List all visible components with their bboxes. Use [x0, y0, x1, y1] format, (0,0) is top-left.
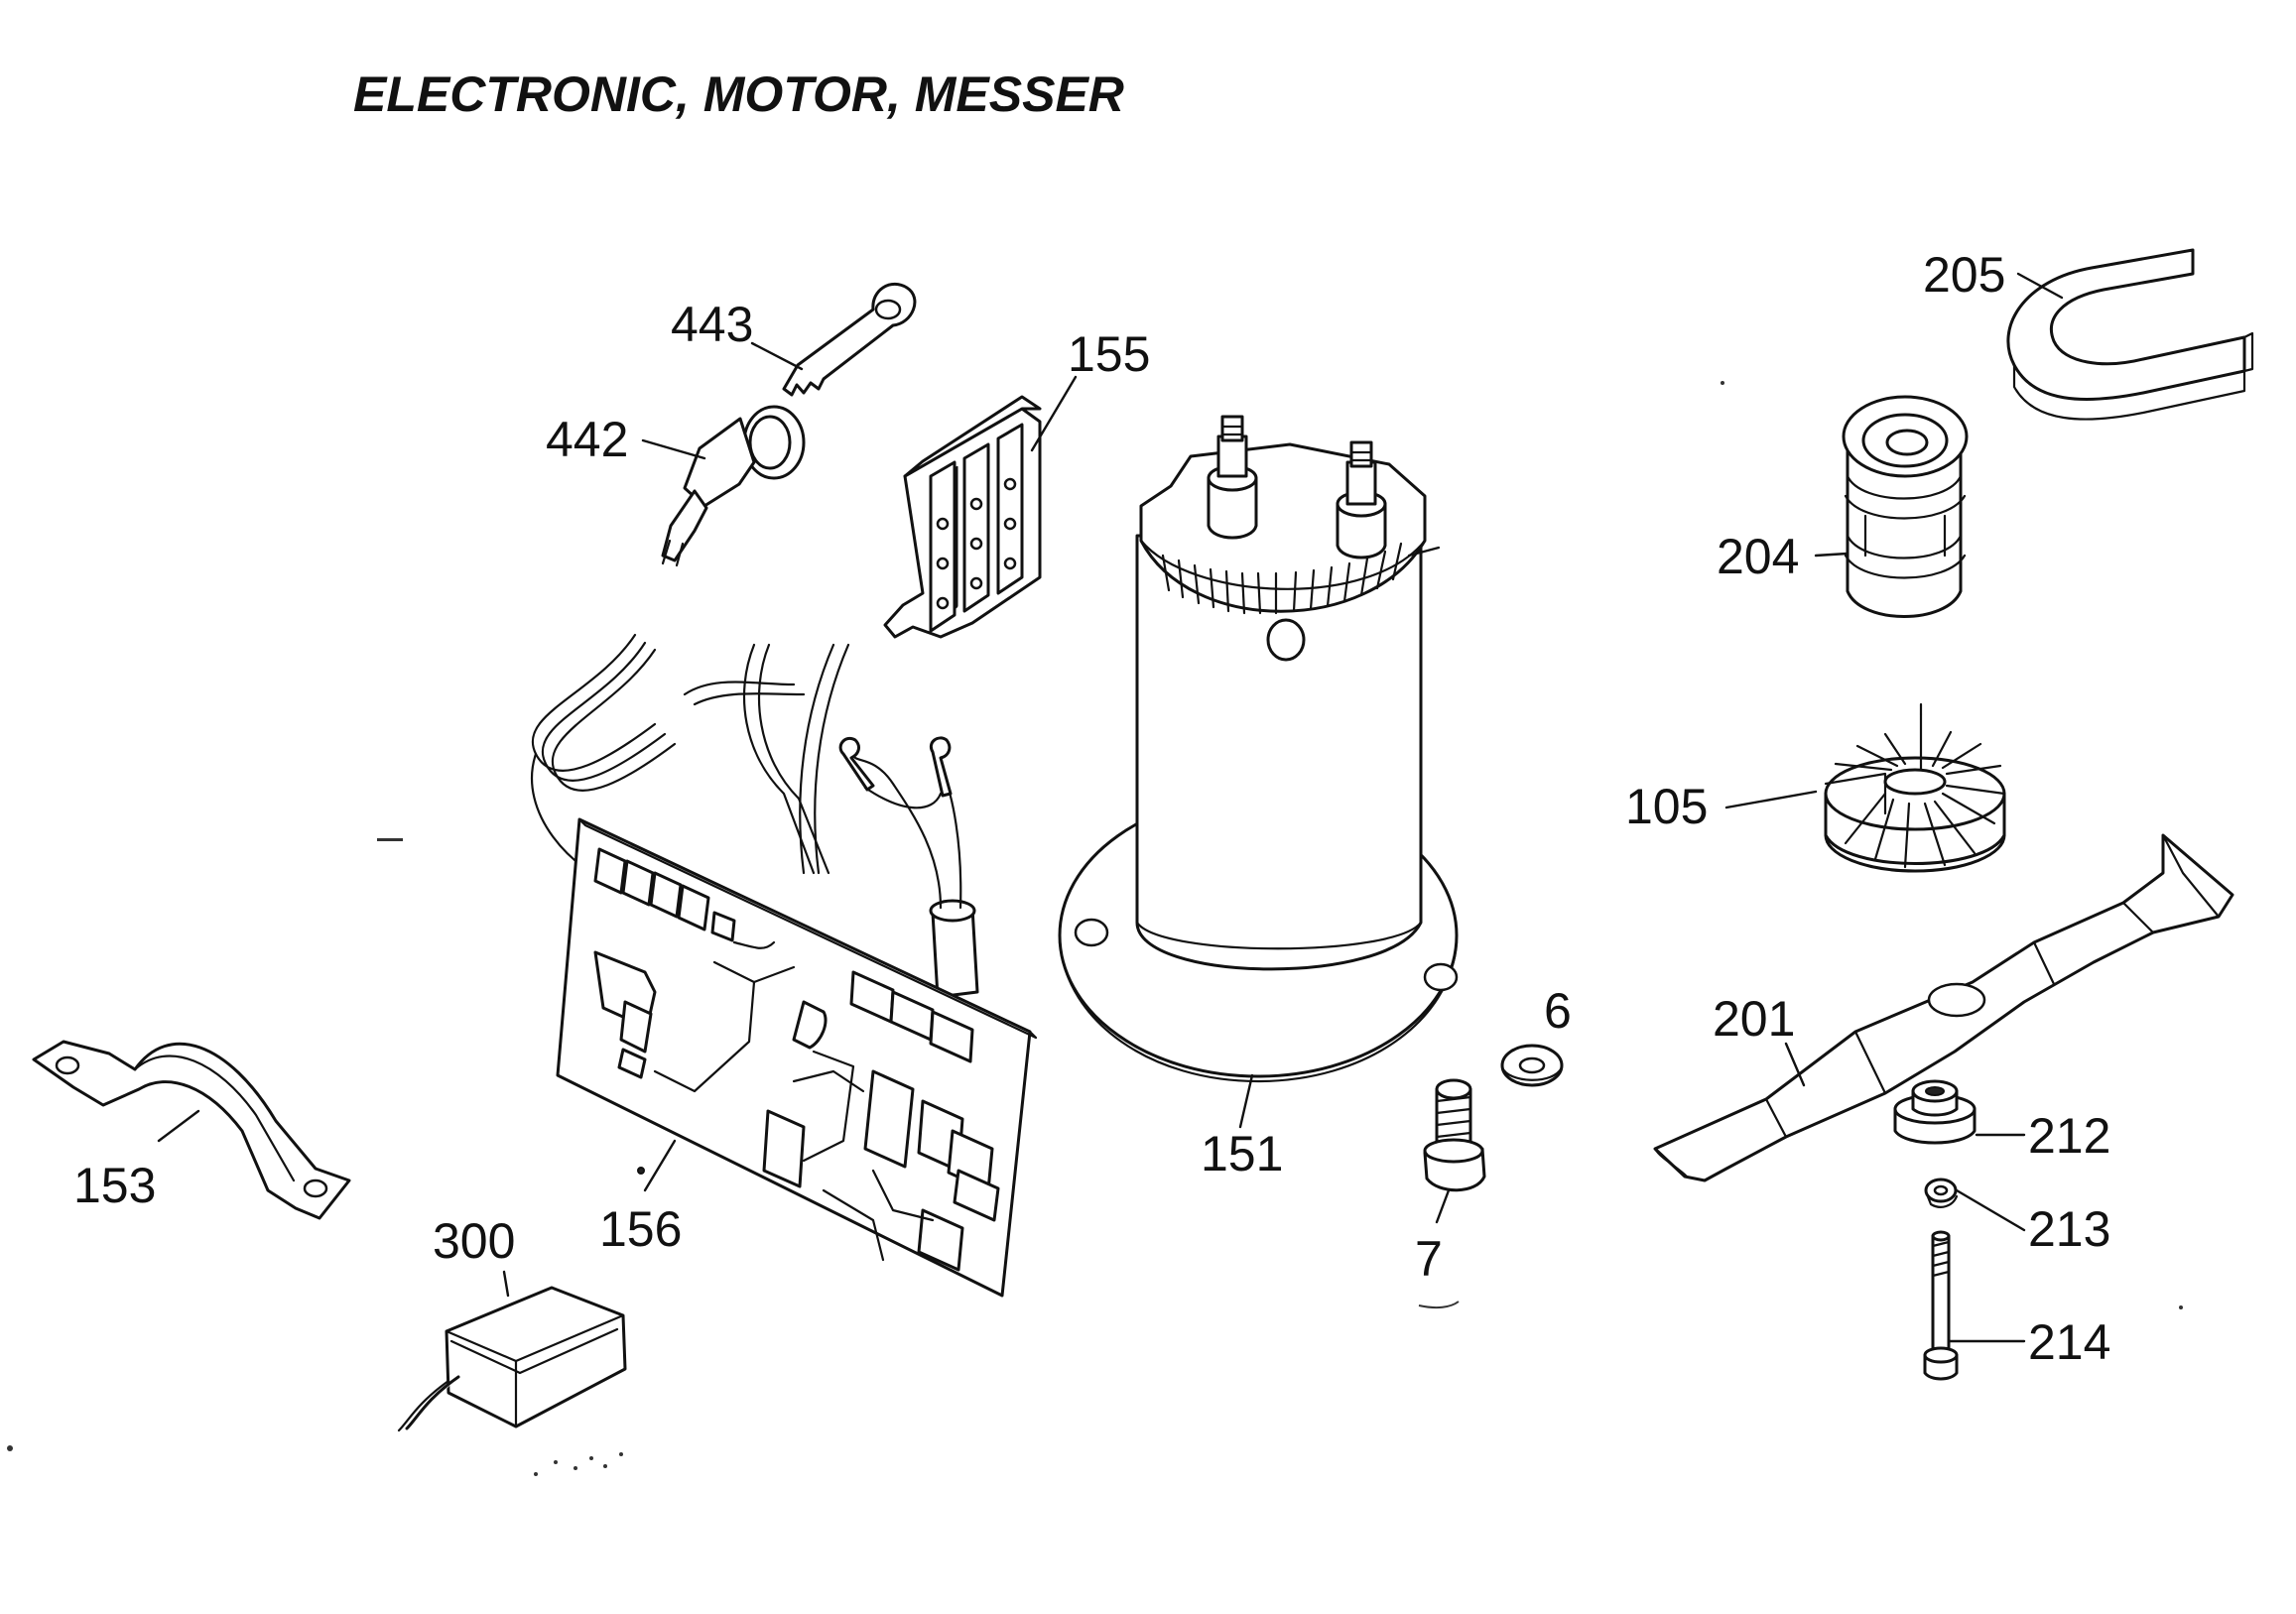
callout-7: 7 [1415, 1231, 1443, 1287]
part-205-belt [2006, 248, 2254, 421]
scan-specks [7, 381, 2183, 1476]
callout-205: 205 [1923, 247, 2005, 303]
callout-153: 153 [73, 1158, 156, 1213]
callout-212: 212 [2028, 1108, 2110, 1164]
callout-155: 155 [1068, 326, 1150, 382]
part-105-fan [1824, 702, 2006, 873]
callout-214: 214 [2028, 1314, 2110, 1370]
leader-lines [157, 272, 2064, 1343]
part-204-pulley [1842, 395, 1969, 618]
callout-151: 151 [1201, 1126, 1283, 1181]
callout-213: 213 [2028, 1201, 2110, 1257]
part-153-strap [32, 1040, 351, 1220]
part-201-blade [1653, 833, 2234, 1182]
part-155-terminal-block [883, 395, 1042, 639]
callout-443: 443 [671, 297, 753, 352]
callout-105: 105 [1625, 779, 1708, 834]
part-212-spacer [1893, 1079, 1977, 1145]
callout-201: 201 [1713, 991, 1795, 1047]
part-300-remote [397, 1286, 627, 1432]
part-443-key [782, 282, 917, 397]
diagram-title: ELECTRONIC, MOTOR, MESSER [353, 66, 1124, 122]
callout-6: 6 [1544, 983, 1572, 1039]
callout-300: 300 [433, 1213, 515, 1269]
part-7-bolt [1423, 1078, 1486, 1192]
part-213-lock-washer [1924, 1178, 1959, 1208]
part-442-switch [661, 405, 806, 567]
part-214-bolt [1923, 1230, 1959, 1381]
part-156-circuit-board [530, 633, 1038, 1298]
part-6-washer [1500, 1044, 1564, 1087]
callout-204: 204 [1717, 529, 1799, 584]
part-151-motor [1058, 415, 1459, 1083]
callout-156: 156 [599, 1201, 682, 1257]
callout-442: 442 [546, 412, 628, 467]
